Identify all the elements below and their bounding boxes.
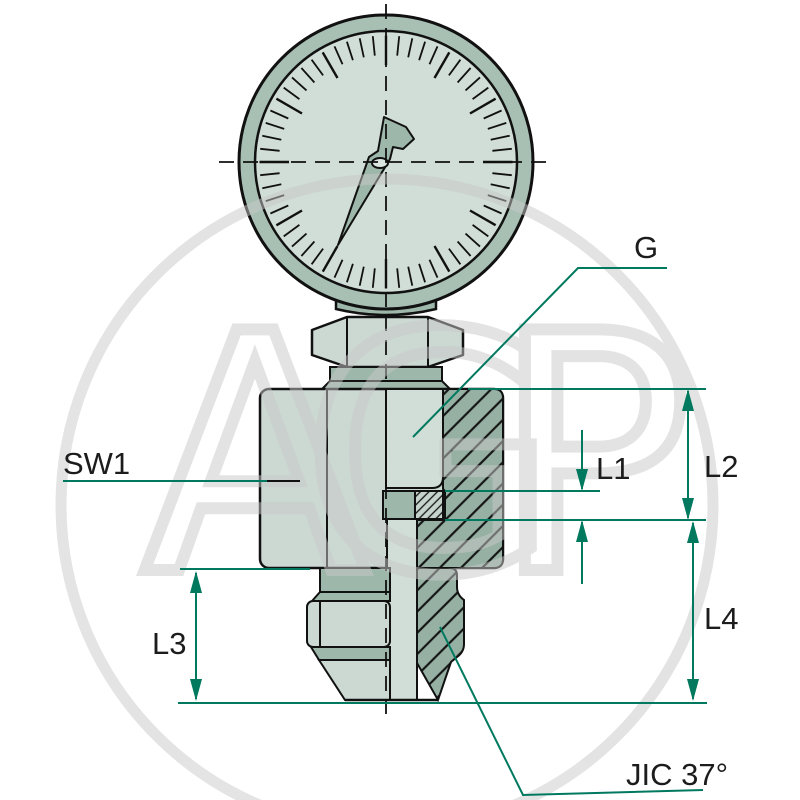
label-jic: JIC 37° xyxy=(626,757,728,792)
gauge-hex-nut xyxy=(310,315,465,369)
arrow-l4-top xyxy=(687,521,699,543)
watermark-letter-g: G xyxy=(302,264,558,648)
watermark-letter-a: A xyxy=(142,264,369,648)
seal-washer-section xyxy=(414,490,444,520)
arrow-l4-bottom xyxy=(687,679,699,701)
arrow-l3-bottom xyxy=(190,679,202,701)
jic-stud-outside xyxy=(306,567,391,701)
label-l2: L2 xyxy=(704,449,738,484)
dimension-lines xyxy=(63,267,707,797)
label-sw1: SW1 xyxy=(63,446,130,481)
label-l4: L4 xyxy=(704,601,738,636)
label-l3: L3 xyxy=(152,626,186,661)
dimension-labels: SW1 G L1 L2 L3 L4 JIC 37° xyxy=(63,230,738,792)
arrow-l3-top xyxy=(190,571,202,593)
section-hatch-lower xyxy=(416,567,465,703)
label-l1: L1 xyxy=(596,451,630,486)
leader-jic xyxy=(439,626,704,797)
label-g: G xyxy=(634,230,658,265)
arrow-l2-top xyxy=(682,389,694,411)
adapter-hex-body xyxy=(258,387,505,570)
fitting-part xyxy=(219,4,552,714)
watermark: A G P xyxy=(55,173,719,800)
watermark-letter-p: P xyxy=(493,264,692,648)
arrow-l1-bottom xyxy=(576,520,588,542)
arrow-l2-bottom xyxy=(682,498,694,520)
leader-g xyxy=(412,267,667,438)
arrow-l1-top xyxy=(576,469,588,491)
watermark-circle xyxy=(55,173,719,800)
dimension-arrowheads xyxy=(190,389,699,701)
needle-hub xyxy=(371,157,389,169)
